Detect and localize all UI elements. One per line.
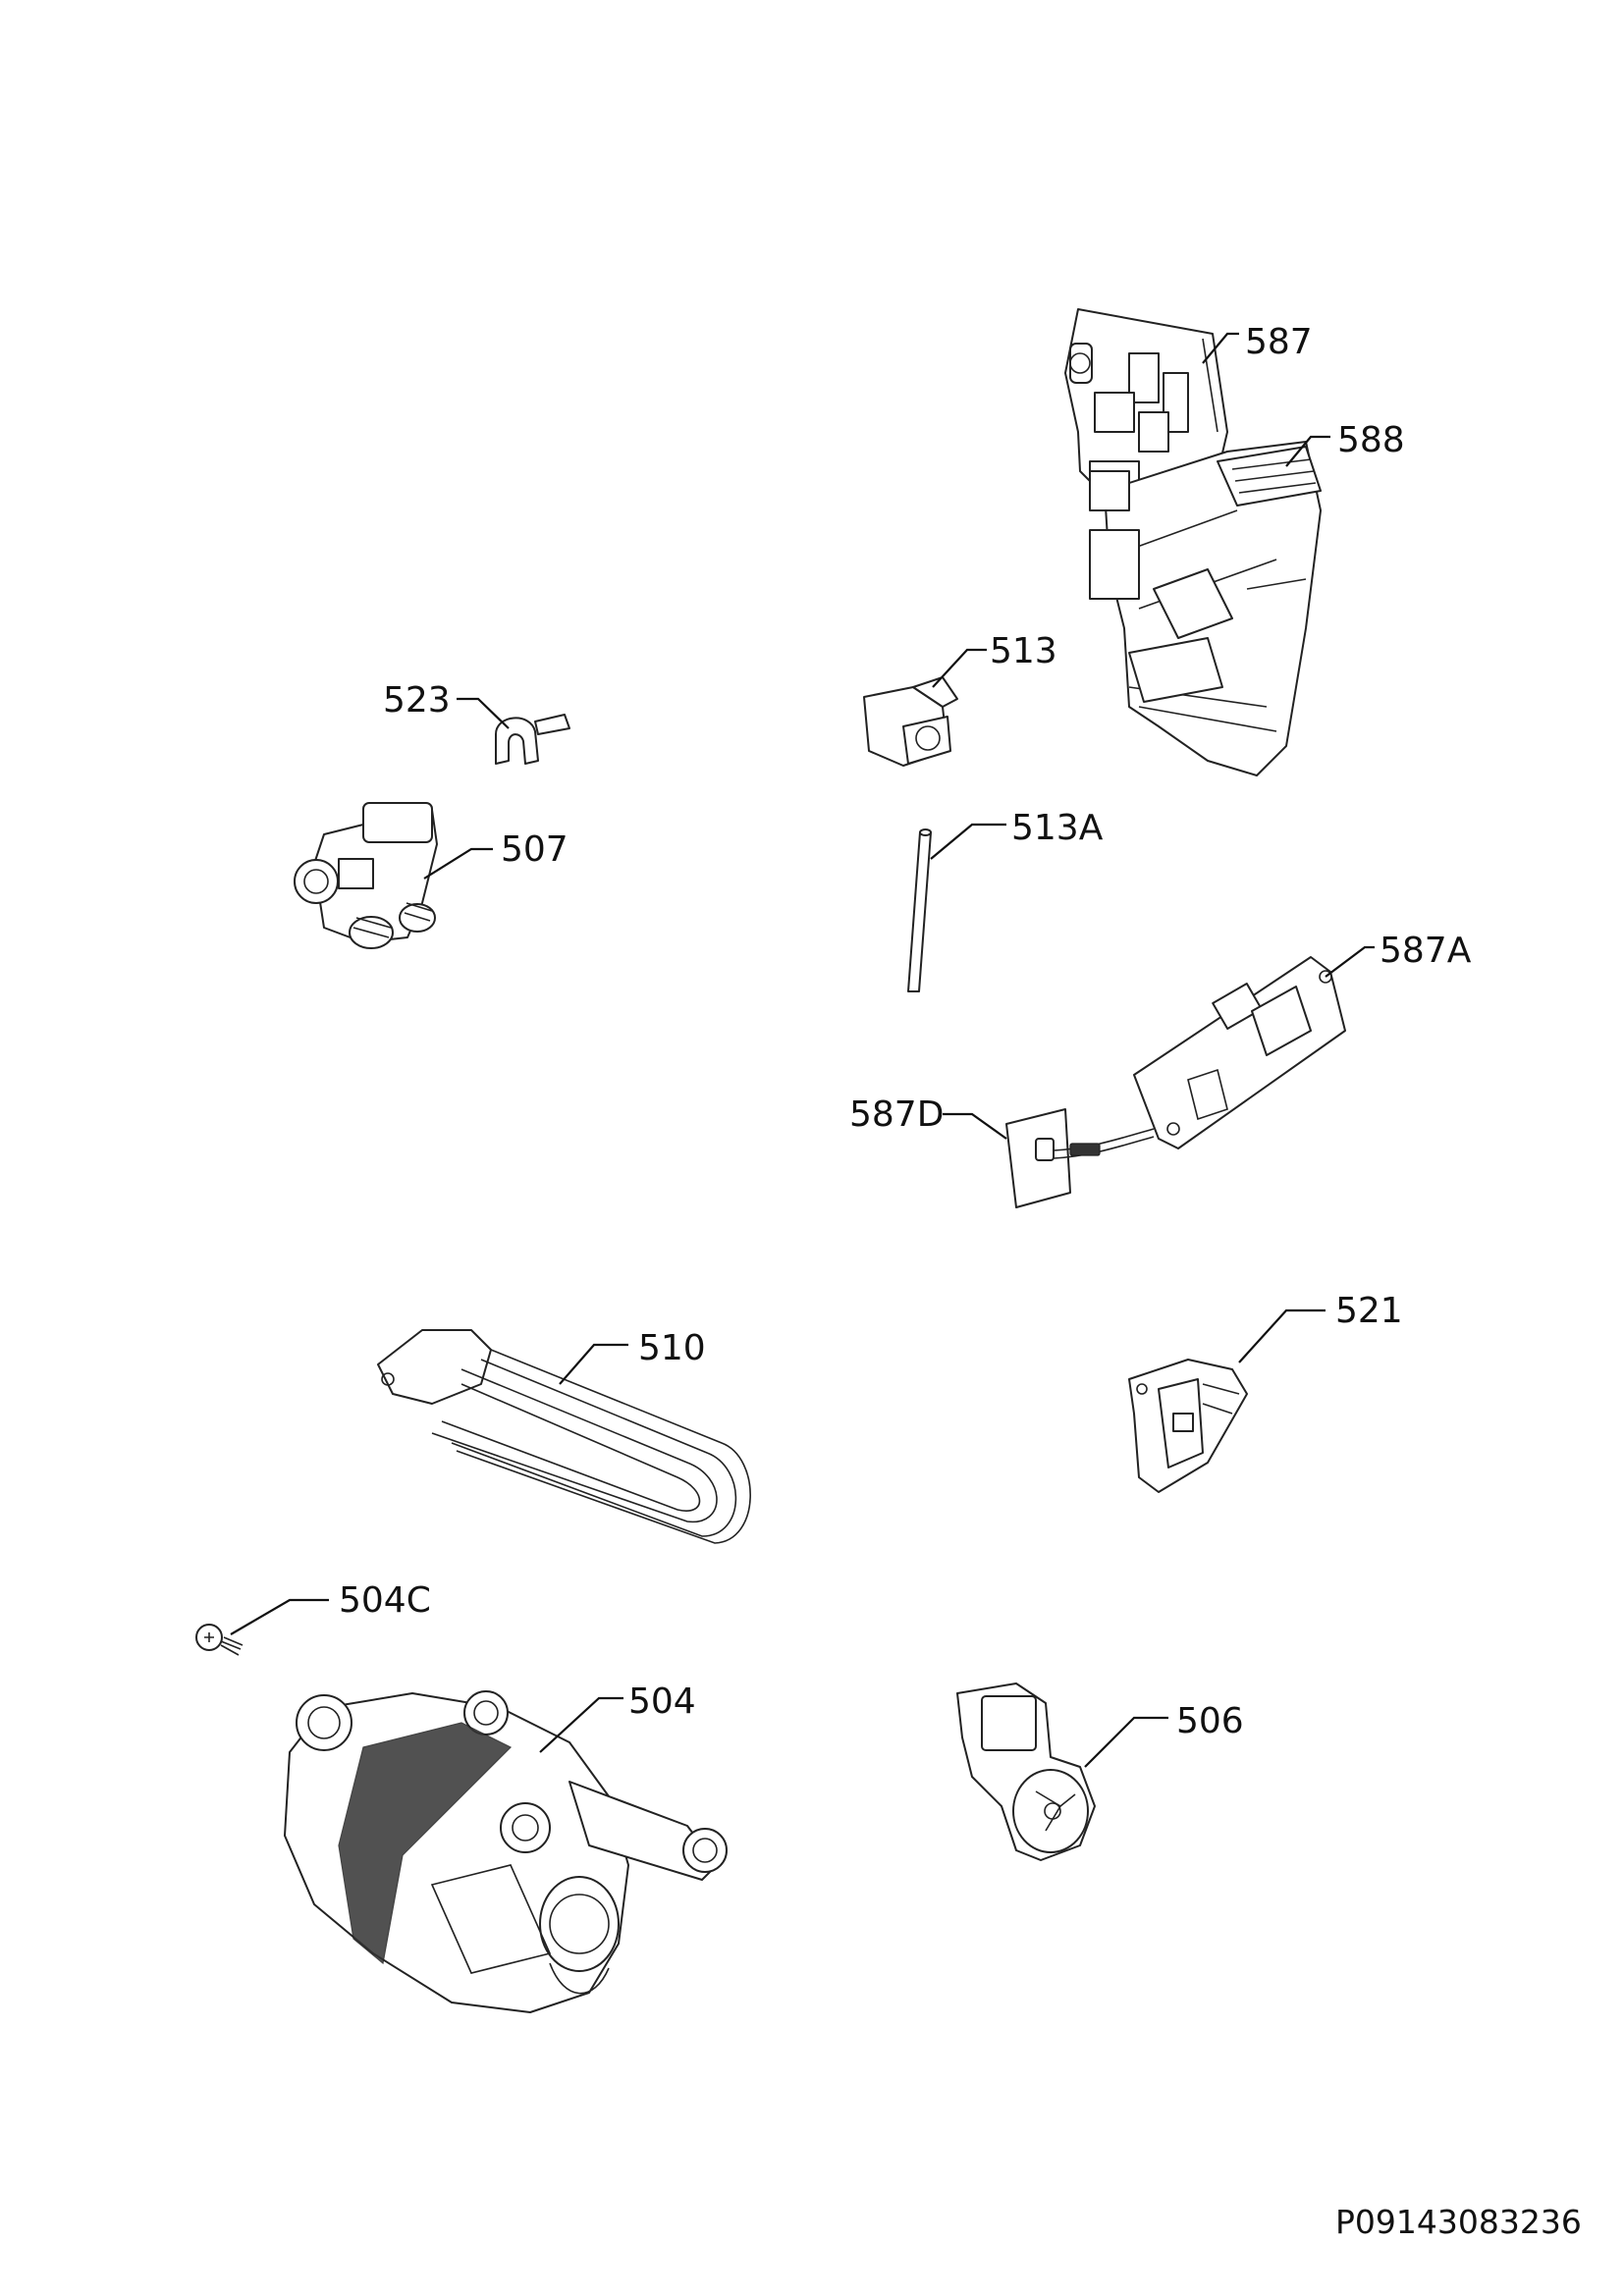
- callout-587D: 587D: [849, 1095, 944, 1135]
- callout-506: 506: [1176, 1701, 1244, 1741]
- callout-510: 510: [638, 1328, 706, 1368]
- callout-513A: 513A: [1011, 808, 1104, 848]
- part-504C-screw: [195, 1624, 244, 1656]
- part-587D-sensor-plate: [1005, 1108, 1155, 1208]
- callout-523: 523: [383, 680, 451, 721]
- part-506-drain-pump: [956, 1682, 1096, 1861]
- part-504-motor: [284, 1690, 728, 2013]
- callout-507: 507: [501, 829, 568, 870]
- part-588-board-housing: [1089, 441, 1322, 776]
- callout-504: 504: [628, 1682, 696, 1722]
- part-510-heating-element: [377, 1329, 751, 1544]
- part-521-door-lock: [1128, 1359, 1248, 1493]
- part-523-clip: [495, 714, 570, 765]
- callout-513: 513: [990, 631, 1057, 671]
- part-513-component: [863, 676, 958, 767]
- part-507-inlet-valve: [294, 802, 438, 949]
- drawing-code: P09143083236: [1335, 2203, 1582, 2241]
- part-513A-rod: [907, 828, 932, 992]
- callout-587: 587: [1245, 322, 1313, 362]
- callout-521: 521: [1335, 1291, 1403, 1331]
- part-587A-display-board: [1133, 956, 1346, 1149]
- callout-588: 588: [1337, 420, 1405, 460]
- callout-587A: 587A: [1380, 931, 1472, 971]
- callout-504C: 504C: [339, 1580, 431, 1621]
